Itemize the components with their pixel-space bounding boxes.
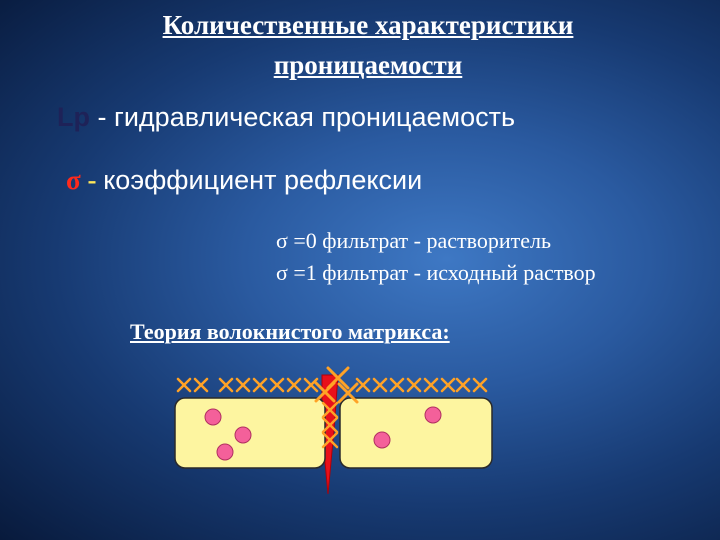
fiber-cross — [355, 377, 371, 393]
slide-title-line-1: Количественные характеристики — [162, 10, 574, 40]
lp-symbol: Lp — [57, 102, 90, 132]
reflection-coefficient-row: σ - коэффициент рефлексии — [66, 163, 422, 197]
hydraulic-permeability-row: Lp - гидравлическая проницаемость — [57, 100, 515, 134]
particle-dot — [216, 443, 234, 461]
fiber-cross — [176, 377, 192, 393]
fiber-cross — [472, 377, 488, 393]
fiber-cross — [406, 377, 422, 393]
fiber-cross — [423, 377, 439, 393]
fiber-cross — [314, 381, 336, 403]
fiber-cross — [389, 377, 405, 393]
particle-dot — [234, 426, 252, 444]
sigma-zero-case: σ =0 фильтрат - растворитель — [276, 228, 552, 253]
fiber-cross — [321, 401, 339, 419]
particle-dot — [373, 431, 391, 449]
lp-dash: - — [90, 102, 114, 132]
fiber-cross — [321, 416, 339, 434]
fiber-cross — [321, 431, 339, 449]
sigma-description: коэффициент рефлексии — [103, 165, 423, 195]
right-cell — [339, 397, 493, 469]
fiber-cross — [372, 377, 388, 393]
slide-title-line-2: проницаемости — [273, 50, 463, 80]
fiber-cross — [269, 377, 285, 393]
fiber-cross — [286, 377, 302, 393]
fiber-cross — [218, 377, 234, 393]
fiber-cross — [455, 377, 471, 393]
fiber-row — [176, 366, 488, 449]
lp-description: гидравлическая проницаемость — [114, 102, 516, 132]
fiber-cross — [303, 377, 319, 393]
fiber-cross — [193, 377, 209, 393]
fiber-matrix-theory-heading: Теория волокнистого матрикса: — [130, 319, 450, 344]
fiber-cross — [235, 377, 251, 393]
particle-dot — [204, 408, 222, 426]
fiber-cross — [337, 382, 359, 404]
sigma-symbol: σ — [66, 165, 81, 195]
sigma-one-case: σ =1 фильтрат - исходный раствор — [276, 260, 596, 285]
particle-dot — [424, 406, 442, 424]
sigma-dash: - — [80, 165, 104, 195]
fiber-cross — [252, 377, 268, 393]
fiber-cross — [440, 377, 456, 393]
